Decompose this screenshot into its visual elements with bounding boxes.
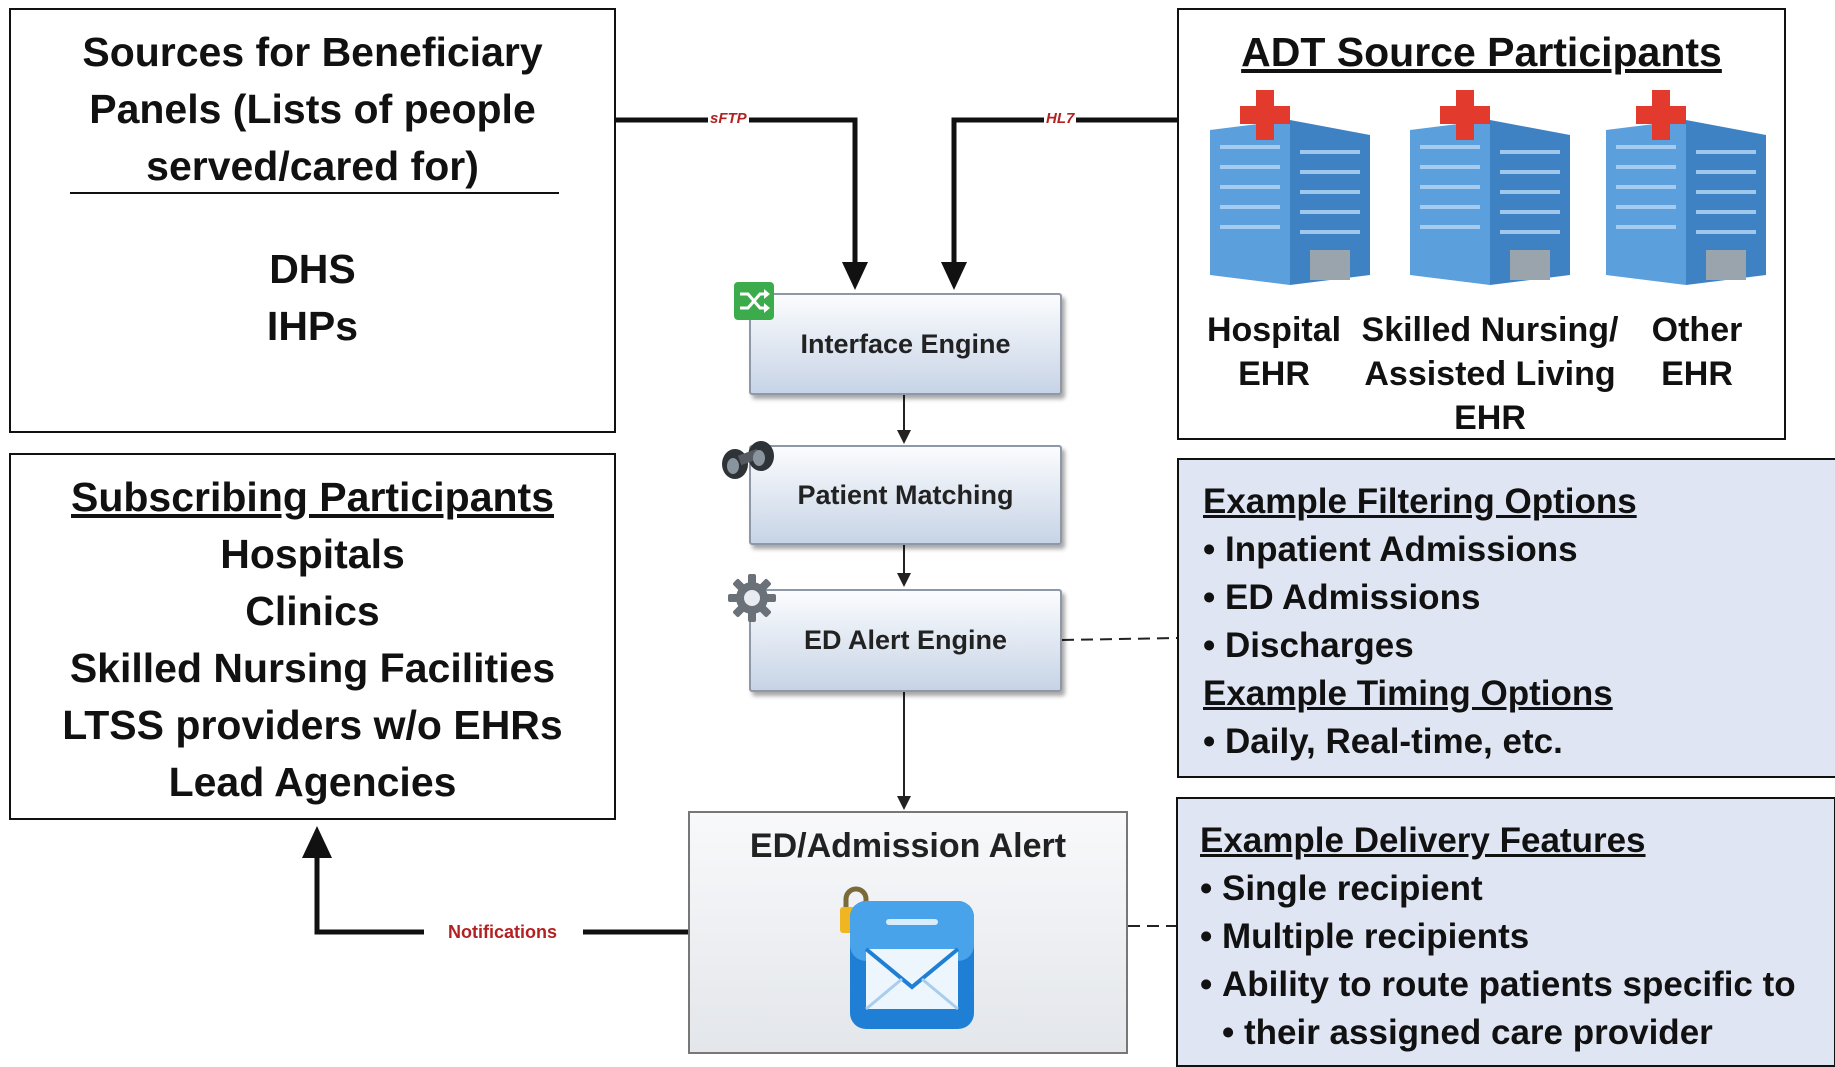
hl7-arrowhead bbox=[941, 262, 967, 290]
ed-admission-alert-box: ED/Admission Alert bbox=[688, 811, 1128, 1054]
filtering-item: ED Admissions bbox=[1203, 574, 1835, 622]
subscriber-item: Lead Agencies bbox=[168, 759, 457, 805]
envelope-icon bbox=[846, 897, 978, 1038]
subscribing-items: Hospitals Clinics Skilled Nursing Facili… bbox=[11, 526, 614, 811]
subscribing-box: Subscribing Participants Hospitals Clini… bbox=[9, 453, 616, 820]
building-caption-other: Other EHR bbox=[1651, 311, 1743, 393]
delivery-item: Single recipient bbox=[1200, 865, 1834, 913]
sources-title-rule bbox=[70, 192, 559, 194]
ed-admission-alert-title: ED/Admission Alert bbox=[749, 827, 1067, 865]
subscriber-item: Skilled Nursing Facilities bbox=[69, 645, 556, 691]
filtering-item: Discharges bbox=[1203, 622, 1835, 670]
notifications-arrowhead bbox=[302, 826, 332, 858]
sources-items: DHS IHPs bbox=[11, 241, 614, 355]
filtering-item: Inpatient Admissions bbox=[1203, 526, 1835, 574]
delivery-item-continuation: their assigned care provider bbox=[1200, 1009, 1834, 1057]
hl7-label: HL7 bbox=[1044, 110, 1077, 127]
sources-title: Sources for Beneficiary Panels (Lists of… bbox=[82, 29, 543, 189]
timing-heading: Example Timing Options bbox=[1203, 674, 1613, 713]
filtering-heading: Example Filtering Options bbox=[1203, 482, 1637, 521]
hl7-connector bbox=[951, 117, 1178, 272]
building-caption-skilled-nursing: Skilled Nursing/ Assisted Living EHR bbox=[1361, 311, 1619, 437]
interface-engine-box: Interface Engine bbox=[749, 293, 1062, 395]
source-item: IHPs bbox=[266, 303, 359, 349]
timing-item: Daily, Real-time, etc. bbox=[1203, 718, 1835, 766]
hospital-building-icon bbox=[1400, 90, 1580, 295]
shuffle-icon bbox=[734, 282, 774, 320]
subscriber-item: LTSS providers w/o EHRs bbox=[62, 702, 563, 748]
subscriber-item: Hospitals bbox=[220, 531, 405, 577]
subscribing-title: Subscribing Participants bbox=[71, 474, 554, 520]
sources-box: Sources for Beneficiary Panels (Lists of… bbox=[9, 8, 616, 433]
delivery-item: Multiple recipients bbox=[1200, 913, 1834, 961]
delivery-item: Ability to route patients specific to bbox=[1200, 961, 1834, 1009]
adt-box: ADT Source Participants bbox=[1177, 8, 1786, 440]
filtering-box: Example Filtering Options Inpatient Admi… bbox=[1177, 458, 1835, 778]
source-item: DHS bbox=[269, 246, 356, 292]
hospital-building-icon bbox=[1596, 90, 1776, 295]
dashed-link-filtering bbox=[1061, 637, 1179, 641]
ed-alert-engine-box: ED Alert Engine bbox=[749, 589, 1062, 692]
building-caption-hospital: Hospital EHR bbox=[1206, 311, 1342, 393]
adt-title: ADT Source Participants bbox=[1241, 29, 1722, 75]
notifications-connector-left bbox=[314, 848, 424, 935]
subscriber-item: Clinics bbox=[245, 588, 380, 634]
sftp-arrowhead bbox=[842, 262, 868, 290]
patient-matching-box: Patient Matching bbox=[749, 445, 1062, 545]
hospital-building-icon bbox=[1200, 90, 1380, 295]
sftp-label: sFTP bbox=[708, 110, 749, 127]
notifications-label: Notifications bbox=[448, 922, 558, 942]
delivery-heading: Example Delivery Features bbox=[1200, 821, 1646, 860]
delivery-box: Example Delivery Features Single recipie… bbox=[1176, 797, 1835, 1067]
sftp-connector bbox=[616, 117, 858, 272]
gear-icon bbox=[726, 572, 778, 629]
binoculars-icon bbox=[717, 434, 781, 489]
